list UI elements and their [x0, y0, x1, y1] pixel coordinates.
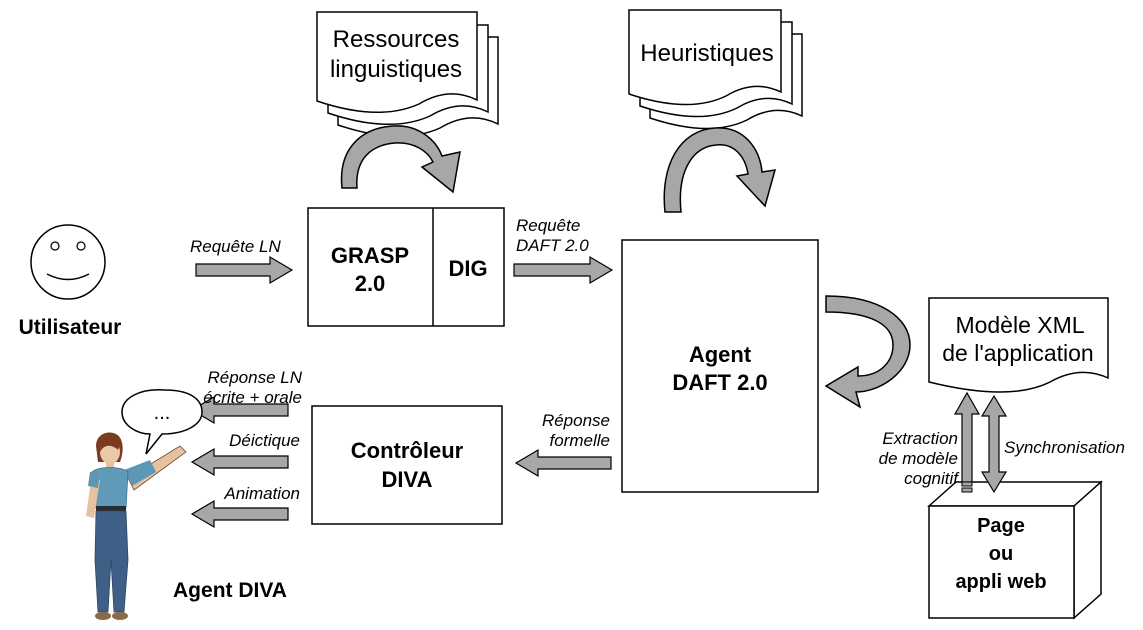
arrow-extraction-up: [953, 391, 981, 483]
arrow-reponse-ln: [190, 395, 289, 425]
arrow-synchronisation-bidirectional: [980, 394, 1008, 494]
speech-text: ...: [154, 402, 171, 424]
label-reponse-ln-2: écrite + orale: [203, 388, 302, 407]
label-reponse-formelle-1: Réponse: [542, 411, 610, 430]
label-animation: Animation: [223, 484, 300, 503]
agent-daft-line2: DAFT 2.0: [672, 370, 767, 395]
curved-arrow-heuristiques-to-daft: [663, 127, 777, 213]
page-line1: Page: [977, 515, 1025, 537]
label-synchronisation: Synchronisation: [1004, 438, 1125, 457]
heuristiques-document: Heuristiques: [628, 9, 803, 130]
label-deictique: Déictique: [229, 431, 300, 450]
extraction-arrow-tail-1: [961, 481, 973, 487]
label-requete-daft-1: Requête: [516, 216, 580, 235]
curved-arrow-ressources-to-grasp: [340, 125, 461, 194]
page-appli-web-box: Page ou appli web: [927, 480, 1103, 620]
ressources-line2: linguistiques: [330, 56, 462, 83]
controleur-line1: Contrôleur: [351, 438, 464, 463]
heuristiques-label: Heuristiques: [640, 40, 773, 67]
dig-label: DIG: [448, 256, 487, 281]
label-extraction-1: Extraction: [882, 429, 958, 448]
utilisateur-label: Utilisateur: [19, 316, 122, 339]
grasp-dig-box: GRASP 2.0 DIG: [307, 207, 505, 327]
label-reponse-ln-1: Réponse LN: [207, 368, 302, 387]
arrow-animation: [190, 499, 289, 529]
extraction-arrow-tail-2: [961, 487, 973, 493]
modele-xml-document: Modèle XML de l'application: [928, 297, 1109, 393]
agent-daft-box: Agent DAFT 2.0: [621, 239, 819, 493]
arrow-requete-daft: [513, 255, 614, 285]
modele-line2: de l'application: [942, 340, 1093, 366]
agent-diva-label: Agent DIVA: [173, 579, 287, 602]
ressources-line1: Ressources: [333, 26, 460, 53]
grasp-line2: 2.0: [355, 271, 386, 296]
modele-line1: Modèle XML: [955, 312, 1084, 338]
agent-daft-line1: Agent: [689, 342, 752, 367]
speech-bubble-icon: ...: [121, 389, 203, 455]
agent-diva-character-icon: [86, 432, 187, 620]
label-extraction-3: cognitif: [904, 469, 960, 488]
smiley-face-icon: [30, 224, 106, 300]
curved-arrow-modele-to-daft: [824, 295, 911, 409]
arrow-requete-ln: [195, 255, 294, 285]
ressources-linguistiques-document: Ressources linguistiques: [316, 11, 499, 138]
label-requete-ln: Requête LN: [190, 237, 281, 256]
arrow-deictique: [190, 447, 289, 477]
page-line2: ou: [989, 543, 1013, 565]
label-requete-daft-2: DAFT 2.0: [516, 236, 589, 255]
grasp-line1: GRASP: [331, 243, 409, 268]
controleur-line2: DIVA: [382, 467, 433, 492]
arrow-reponse-formelle: [514, 448, 612, 478]
label-reponse-formelle-2: formelle: [550, 431, 610, 450]
label-extraction-2: de modèle: [879, 449, 958, 468]
controleur-diva-box: Contrôleur DIVA: [311, 405, 503, 525]
page-line3: appli web: [955, 571, 1046, 593]
